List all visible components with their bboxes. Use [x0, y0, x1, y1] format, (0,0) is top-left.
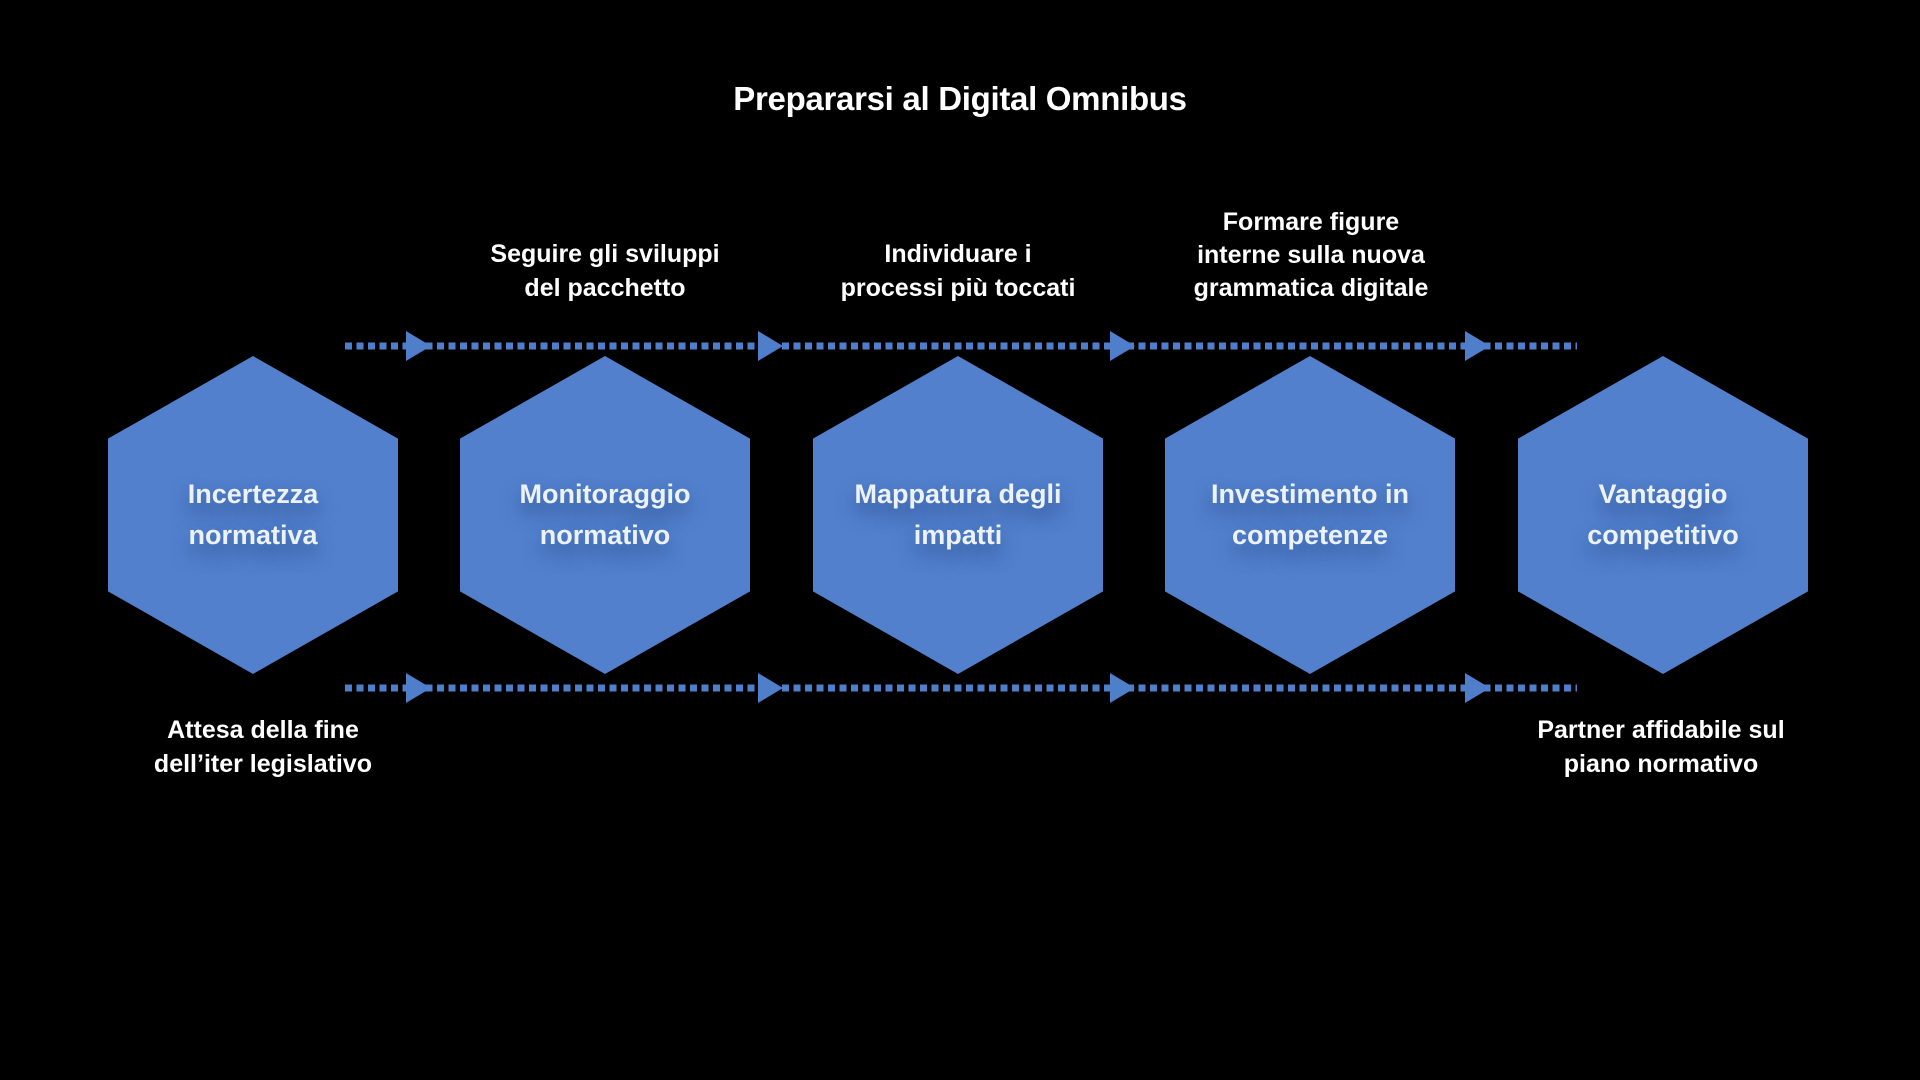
hexagon-label-line: Investimento in — [1210, 479, 1410, 509]
annotation-individuare-processi: Individuare i processi più toccati — [841, 237, 1076, 305]
annotation-line: processi più toccati — [840, 274, 1076, 302]
annotation-line: Partner affidabile sul — [1537, 716, 1785, 744]
top-arrowhead-2 — [758, 331, 783, 361]
annotation-line: Individuare i — [884, 240, 1032, 268]
hexagon-label: Monitoraggio normativo — [520, 474, 691, 556]
annotation-partner-affidabile: Partner affidabile sul piano normativo — [1537, 713, 1784, 781]
annotation-formare-figure: Formare figure interne sulla nuova gramm… — [1194, 206, 1429, 305]
annotation-line: grammatica digitale — [1193, 274, 1429, 302]
hexagon-label-line: competitivo — [1587, 520, 1739, 550]
annotation-line: piano normativo — [1563, 750, 1759, 778]
hexagon-label-line: Mappatura degli — [854, 479, 1062, 509]
annotation-line: Attesa della fine — [167, 716, 359, 744]
hexagon-label-line: normativa — [188, 520, 318, 550]
annotation-seguire-sviluppi: Seguire gli sviluppi del pacchetto — [490, 237, 719, 305]
hexagon-label: Vantaggio competitivo — [1587, 474, 1739, 556]
hexagon-label: Investimento in competenze — [1211, 474, 1409, 556]
top-arrowhead-1 — [406, 331, 431, 361]
hexagon-label-line: Vantaggio — [1598, 479, 1728, 509]
bottom-arrowhead-2 — [758, 673, 783, 703]
annotation-line: Seguire gli sviluppi — [490, 240, 720, 268]
annotation-line: interne sulla nuova — [1197, 241, 1425, 269]
top-arrowhead-3 — [1110, 331, 1135, 361]
top-arrowhead-4 — [1465, 331, 1490, 361]
bottom-arrowhead-1 — [406, 673, 431, 703]
bottom-arrowhead-3 — [1110, 673, 1135, 703]
annotation-line: dell’iter legislativo — [153, 750, 373, 778]
hexagon-label-line: Incertezza — [187, 479, 319, 509]
hexagon-label-line: impatti — [913, 520, 1003, 550]
hexagon-label: Mappatura degli impatti — [854, 474, 1061, 556]
hexagon-label: Incertezza normativa — [188, 474, 319, 556]
annotation-line: Formare figure — [1222, 208, 1400, 236]
diagram-title: Prepararsi al Digital Omnibus — [733, 80, 1187, 117]
annotation-line: del pacchetto — [524, 274, 686, 302]
hexagon-label-line: normativo — [539, 520, 671, 550]
bottom-arrowhead-4 — [1465, 673, 1490, 703]
hexagon-label-line: competenze — [1231, 520, 1389, 550]
hexagon-label-line: Monitoraggio — [519, 479, 691, 509]
annotation-attesa-iter: Attesa della fine dell’iter legislativo — [154, 713, 372, 781]
